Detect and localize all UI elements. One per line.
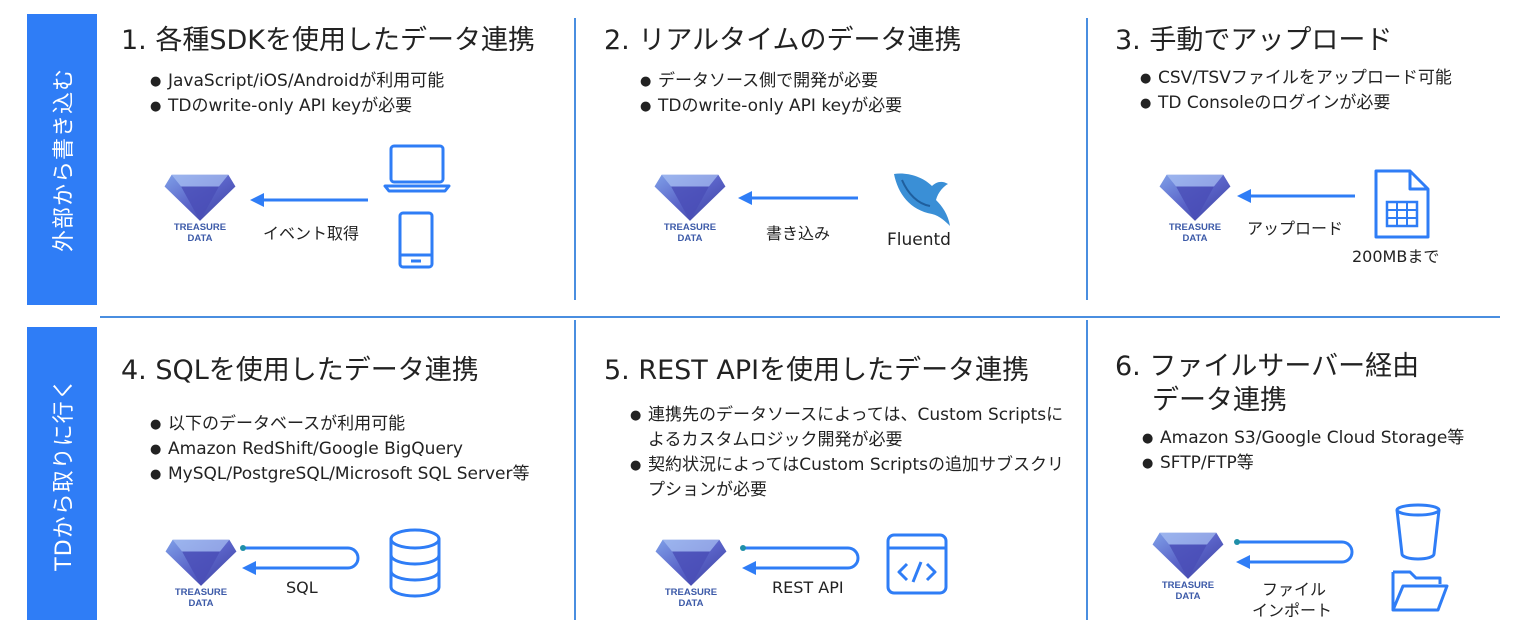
folder-icon bbox=[1391, 570, 1449, 612]
bullet-item: TDのwrite-only API keyが必要 bbox=[150, 94, 560, 119]
panel-bullets: JavaScript/iOS/Androidが利用可能 TDのwrite-onl… bbox=[150, 69, 560, 119]
database-icon bbox=[389, 528, 441, 598]
arrow-label-continued: インポート bbox=[1252, 601, 1333, 620]
bullet-item: Amazon RedShift/Google BigQuery bbox=[150, 437, 555, 462]
sidebar-fetch-label-box: TDから取りに行く bbox=[27, 327, 97, 620]
divider-vertical bbox=[574, 320, 576, 620]
loop-arrow-left-icon bbox=[240, 545, 360, 575]
panel-title: 6. ファイルサーバー経由 bbox=[1115, 351, 1420, 382]
divider-vertical bbox=[1086, 18, 1088, 300]
panel-title-continued: データ連携 bbox=[1152, 385, 1287, 416]
treasure-data-logo: TREASURE DATA bbox=[653, 535, 729, 615]
sidebar-write-label-box: 外部から書き込む bbox=[27, 14, 97, 305]
panel-title: 5. REST APIを使用したデータ連携 bbox=[604, 355, 1030, 386]
panel-title: 4. SQLを使用したデータ連携 bbox=[121, 355, 479, 386]
bullet-item: 連携先のデータソースによっては、Custom Scriptsによるカスタムロジッ… bbox=[630, 403, 1070, 453]
divider-vertical bbox=[1086, 320, 1088, 620]
laptop-icon bbox=[383, 144, 451, 193]
arrow-left-icon bbox=[250, 193, 368, 207]
bullet-item: 以下のデータベースが利用可能 bbox=[150, 412, 555, 437]
source-label: Fluentd bbox=[887, 230, 951, 250]
treasure-data-logo: TREASURE DATA bbox=[1157, 170, 1233, 250]
treasure-data-logo: TREASURE DATA bbox=[1150, 528, 1226, 608]
code-window-icon bbox=[886, 533, 948, 595]
bullet-item: SFTP/FTP等 bbox=[1142, 451, 1472, 476]
panel-bullets: 以下のデータベースが利用可能 Amazon RedShift/Google Bi… bbox=[150, 412, 555, 487]
arrow-label: REST API bbox=[772, 578, 844, 597]
bullet-item: データソース側で開発が必要 bbox=[640, 69, 1070, 94]
treasure-data-logo: TREASURE DATA bbox=[163, 535, 239, 615]
panel-bullets: 連携先のデータソースによっては、Custom Scriptsによるカスタムロジッ… bbox=[630, 403, 1070, 503]
bullet-item: 契約状況によってはCustom Scriptsの追加サブスクリプションが必要 bbox=[630, 453, 1070, 503]
loop-arrow-left-icon bbox=[1234, 539, 1354, 569]
bullet-item: Amazon S3/Google Cloud Storage等 bbox=[1142, 426, 1472, 451]
sidebar-write-label: 外部から書き込む bbox=[52, 67, 77, 252]
arrow-left-icon bbox=[1237, 189, 1355, 203]
bullet-item: TD Consoleのログインが必要 bbox=[1140, 91, 1530, 116]
panel-bullets: データソース側で開発が必要 TDのwrite-only API keyが必要 bbox=[640, 69, 1070, 119]
smartphone-icon bbox=[398, 211, 434, 269]
bullet-item: JavaScript/iOS/Androidが利用可能 bbox=[150, 69, 560, 94]
arrow-label: 書き込み bbox=[766, 224, 831, 243]
panel-title: 2. リアルタイムのデータ連携 bbox=[604, 25, 962, 56]
divider-horizontal bbox=[100, 316, 1500, 318]
fluentd-bird-icon bbox=[894, 173, 950, 226]
spreadsheet-file-icon bbox=[1374, 169, 1430, 239]
panel-bullets: Amazon S3/Google Cloud Storage等 SFTP/FTP… bbox=[1142, 426, 1472, 476]
bullet-item: CSV/TSVファイルをアップロード可能 bbox=[1140, 66, 1530, 91]
arrow-label: イベント取得 bbox=[263, 224, 360, 243]
treasure-data-logo: TREASURE DATA bbox=[162, 170, 238, 250]
panel-bullets: CSV/TSVファイルをアップロード可能 TD Consoleのログインが必要 bbox=[1140, 66, 1530, 116]
sidebar-fetch-label: TDから取りに行く bbox=[52, 376, 77, 571]
loop-arrow-left-icon bbox=[740, 545, 860, 575]
arrow-left-icon bbox=[738, 191, 858, 205]
panel-title: 3. 手動でアップロード bbox=[1115, 25, 1393, 56]
panel-title: 1. 各種SDKを使用したデータ連携 bbox=[121, 25, 535, 56]
divider-vertical bbox=[574, 18, 576, 300]
arrow-label: アップロード bbox=[1247, 219, 1344, 238]
bullet-item: TDのwrite-only API keyが必要 bbox=[640, 94, 1070, 119]
treasure-data-logo: TREASURE DATA bbox=[652, 170, 728, 250]
bucket-icon bbox=[1395, 503, 1441, 561]
bullet-item: MySQL/PostgreSQL/Microsoft SQL Server等 bbox=[150, 462, 555, 487]
arrow-label: ファイル bbox=[1262, 580, 1327, 599]
size-limit-label: 200MBまで bbox=[1352, 247, 1440, 266]
arrow-label: SQL bbox=[286, 578, 318, 597]
